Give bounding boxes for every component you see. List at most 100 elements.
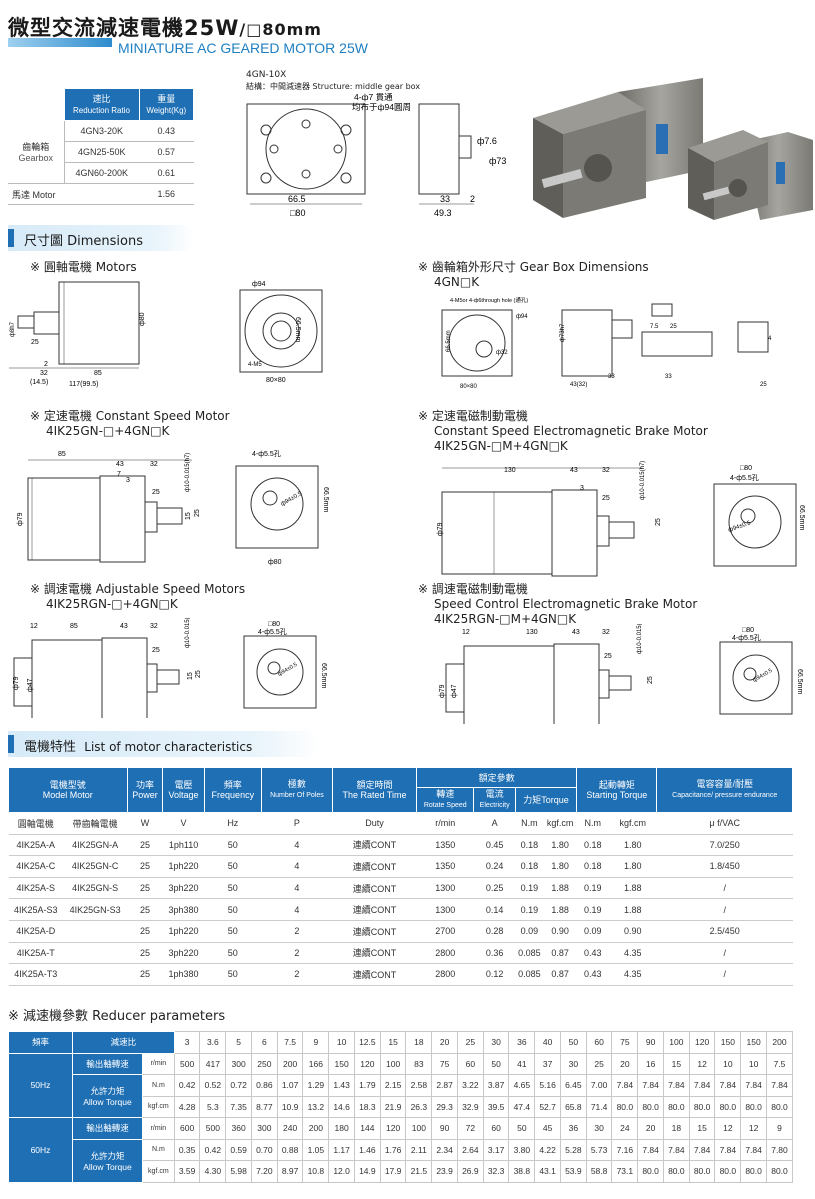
svg-text:43: 43 [570,467,578,474]
section-dimensions-title: 尺寸圖 Dimensions [24,234,144,249]
speed-cell: 10 [714,1052,742,1075]
motor-weight: 1.56 [139,183,194,205]
table-cell: 4IK25A-D [8,920,64,943]
nm-cell: 0.42 [199,1138,227,1161]
table-cell: 0.09 [515,920,544,943]
svg-text:33: 33 [665,374,672,380]
gearbox-weight: 0.57 [139,141,194,163]
section-bar [8,735,14,753]
dim-80: □80 [290,208,305,218]
kgf-cell: 32.3 [482,1160,510,1183]
svg-text:ф79: ф79 [17,512,24,526]
unit-cell: V [162,812,205,835]
gearbox-weight: 0.61 [139,162,194,184]
nm-cell: 7.16 [611,1138,639,1161]
svg-text:25: 25 [152,489,160,496]
dim-7-6: ф7.6 [477,136,497,146]
table-cell: 2 [261,942,333,965]
svg-text:4-ф5.5孔: 4-ф5.5孔 [252,450,281,458]
blank-header [8,88,64,121]
ratio-cell: 50 [559,1031,587,1054]
ratio-cell: 120 [688,1031,716,1054]
table-cell: 3ph380 [162,898,205,921]
round-shaft-label: ※ 圓軸電機 Motors [30,260,137,274]
speed-cell: 16 [637,1052,664,1075]
nm-cell: 7.00 [585,1074,613,1097]
unit-cell: W [127,812,163,835]
svg-text:ф79: ф79 [437,522,444,536]
svg-text:15: 15 [187,672,194,680]
table-cell: 1.80 [608,834,657,857]
adjustable-speed-drawing: 12 85 43 32 ф79 ф47 ф10-0.015(h7) 25 15 … [13,618,327,718]
ratio-cell: 20 [431,1031,458,1054]
nm-cell: 3.22 [456,1074,484,1097]
nm-cell: 2.34 [431,1138,458,1161]
svg-text:3: 3 [580,485,584,492]
speed-cell: 30 [559,1052,587,1075]
nm-cell: 1.79 [353,1074,381,1097]
table-cell: 1.88 [543,877,577,900]
speed-cell: 37 [534,1052,561,1075]
speed-label: 輸出軸轉速 [72,1052,143,1075]
speed-cell: 24 [611,1117,639,1140]
svg-text:4-M5or 4-ф6through hole (通孔): 4-M5or 4-ф6through hole (通孔) [450,296,528,304]
svg-text:7.5: 7.5 [650,324,659,330]
section-characteristics-title: 電機特性 List of motor characteristics [24,740,253,755]
nm-cell: 0.86 [250,1074,278,1097]
table-cell: 50 [204,963,262,986]
kgf-cell: 26.3 [405,1095,433,1118]
speed-cell: 72 [456,1117,484,1140]
ratio-cell: 3 [173,1031,201,1054]
motor-row-label: 馬達 Motor [8,183,139,205]
torque-label-cn: 允許力矩 [90,1150,125,1161]
svg-text:ф47: ф47 [27,678,34,692]
speed-cell: 200 [276,1052,304,1075]
kgf-cell: 21.5 [405,1160,433,1183]
kgf-cell: 29.3 [431,1095,458,1118]
table-cell: 1300 [416,877,474,900]
table-cell: 25 [127,963,163,986]
table-cell: 0.25 [473,877,516,900]
svg-text:4-ф5.5孔: 4-ф5.5孔 [258,628,287,636]
svg-text:ф10-0.015(h7): ф10-0.015(h7) [637,624,643,654]
kgf-cell: 5.3 [199,1095,227,1118]
table-cell: 25 [127,942,163,965]
svg-text:32: 32 [40,370,48,377]
kgf-cell: 80.0 [688,1095,716,1118]
ratio-cell: 5 [225,1031,252,1054]
svg-text:2: 2 [44,361,48,368]
nm-cell: 7.84 [688,1074,716,1097]
table-cell: 4IK25GN-A [63,834,128,857]
table-cell: 4IK25A-S3 [8,898,64,921]
nm-cell: 3.17 [482,1138,510,1161]
speed-cell: 90 [431,1117,458,1140]
table-cell: 連續CONT [332,963,417,986]
table-cell: 0.18 [576,834,609,857]
table-cell: 1ph220 [162,855,205,878]
top-drawing-model: 4GN-10X [246,70,287,80]
nm-cell: 7.84 [740,1074,767,1097]
table-cell: / [656,942,793,965]
kgf-cell: 80.0 [765,1160,794,1183]
nm-cell: 7.84 [740,1138,767,1161]
table-cell: 4IK25GN-S3 [63,898,128,921]
svg-text:80×80: 80×80 [266,377,286,384]
nm-cell: 5.73 [585,1138,613,1161]
top-drawing-caption: 4GN-10X 結構：中間減速器 Structure: middle gear … [246,70,420,92]
ratio-cell: 40 [534,1031,561,1054]
svg-text:4-ф5.5孔: 4-ф5.5孔 [732,634,761,642]
speed-cell: 30 [585,1117,613,1140]
table-cell: / [656,898,793,921]
svg-text:ф10-0.015(h7): ф10-0.015(h7) [640,461,646,500]
speed-cell: 500 [199,1117,227,1140]
th-torque: 力矩Torque [514,787,578,813]
